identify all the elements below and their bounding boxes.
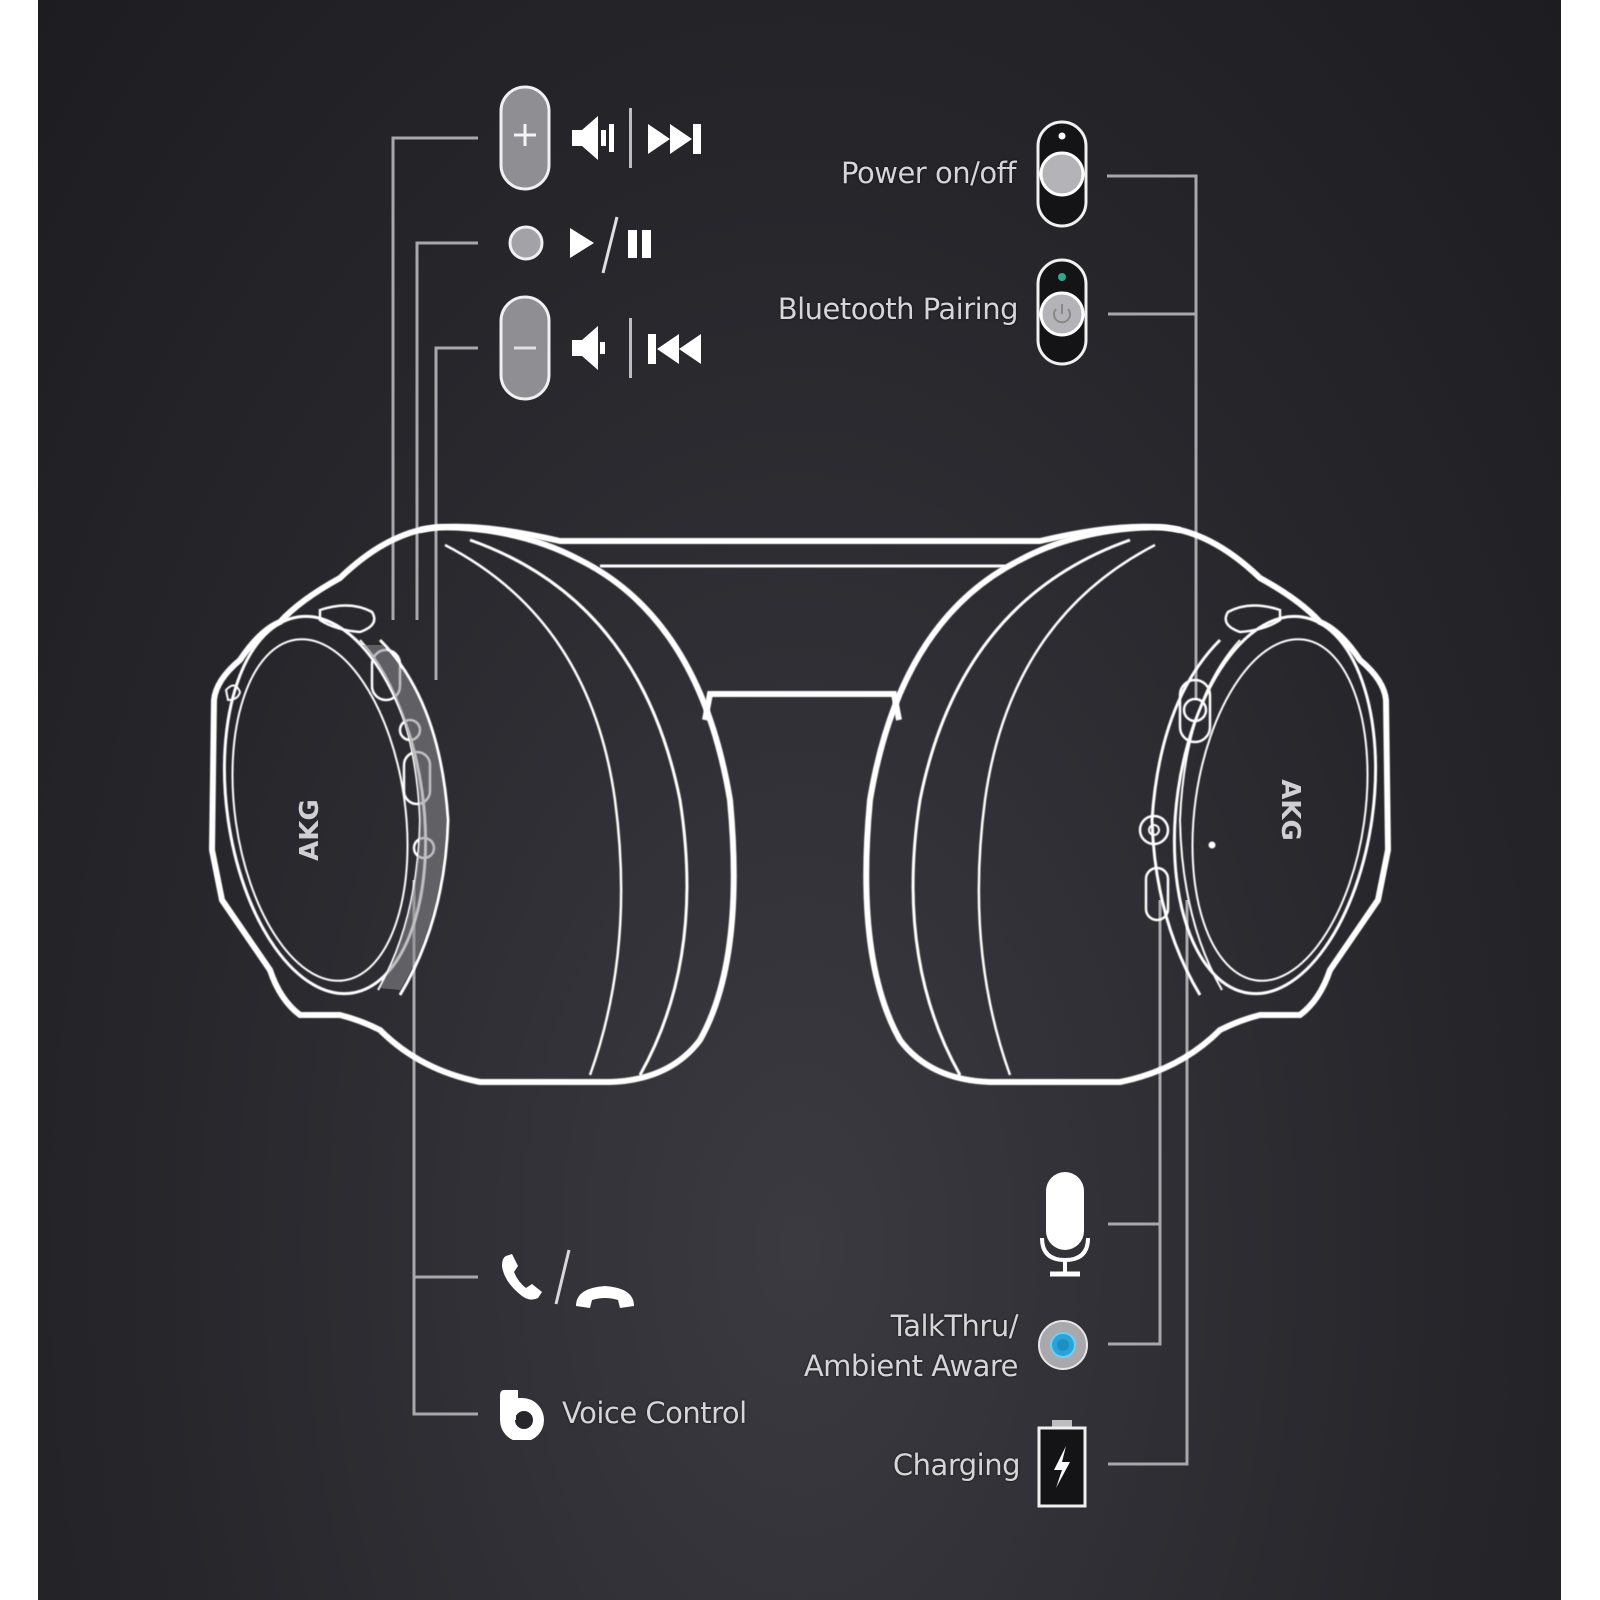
volume-up-button-icon	[499, 85, 551, 191]
pause-icon	[628, 230, 651, 258]
right-earcup	[863, 523, 1392, 1085]
right-earcup-logo: AKG	[1275, 779, 1305, 841]
voice-control-label: Voice Control	[562, 1396, 747, 1430]
previous-track-icon	[648, 334, 701, 364]
talkthru-label: TalkThru/ Ambient Aware	[740, 1306, 1019, 1386]
talkthru-label-line1: TalkThru/	[890, 1309, 1019, 1343]
diagram-panel	[38, 0, 1561, 1600]
leader-lines-right	[1107, 174, 1198, 1466]
separator-line	[629, 318, 632, 378]
bluetooth-pairing-label: Bluetooth Pairing	[777, 292, 1019, 326]
power-label: Power on/off	[841, 156, 1016, 190]
slash-separator-icon	[601, 216, 619, 274]
charging-label: Charging	[892, 1448, 1021, 1482]
separator-line	[629, 108, 632, 168]
ambient-aware-button-icon	[1038, 1320, 1088, 1370]
left-earcup-logo: AKG	[295, 799, 325, 861]
volume-down-icon	[572, 326, 605, 370]
play-icon	[570, 228, 594, 258]
phone-answer-icon	[502, 1254, 542, 1300]
slash-separator-icon	[554, 1249, 571, 1305]
microphone-icon	[1040, 1172, 1090, 1277]
left-band-fill	[362, 645, 446, 990]
talkthru-label-line2: Ambient Aware	[803, 1349, 1019, 1383]
power-switch-icon	[1036, 120, 1088, 228]
left-earcup	[208, 523, 737, 1085]
headband	[419, 523, 1181, 721]
bluetooth-pairing-switch-icon	[1036, 258, 1088, 366]
voice-assistant-icon	[500, 1390, 544, 1440]
battery-charging-icon	[1037, 1420, 1087, 1508]
phone-hangup-icon	[576, 1286, 634, 1308]
next-track-icon	[648, 124, 701, 154]
play-pause-button-icon	[508, 225, 544, 261]
volume-down-button-icon	[499, 295, 551, 401]
volume-up-icon	[572, 116, 614, 160]
